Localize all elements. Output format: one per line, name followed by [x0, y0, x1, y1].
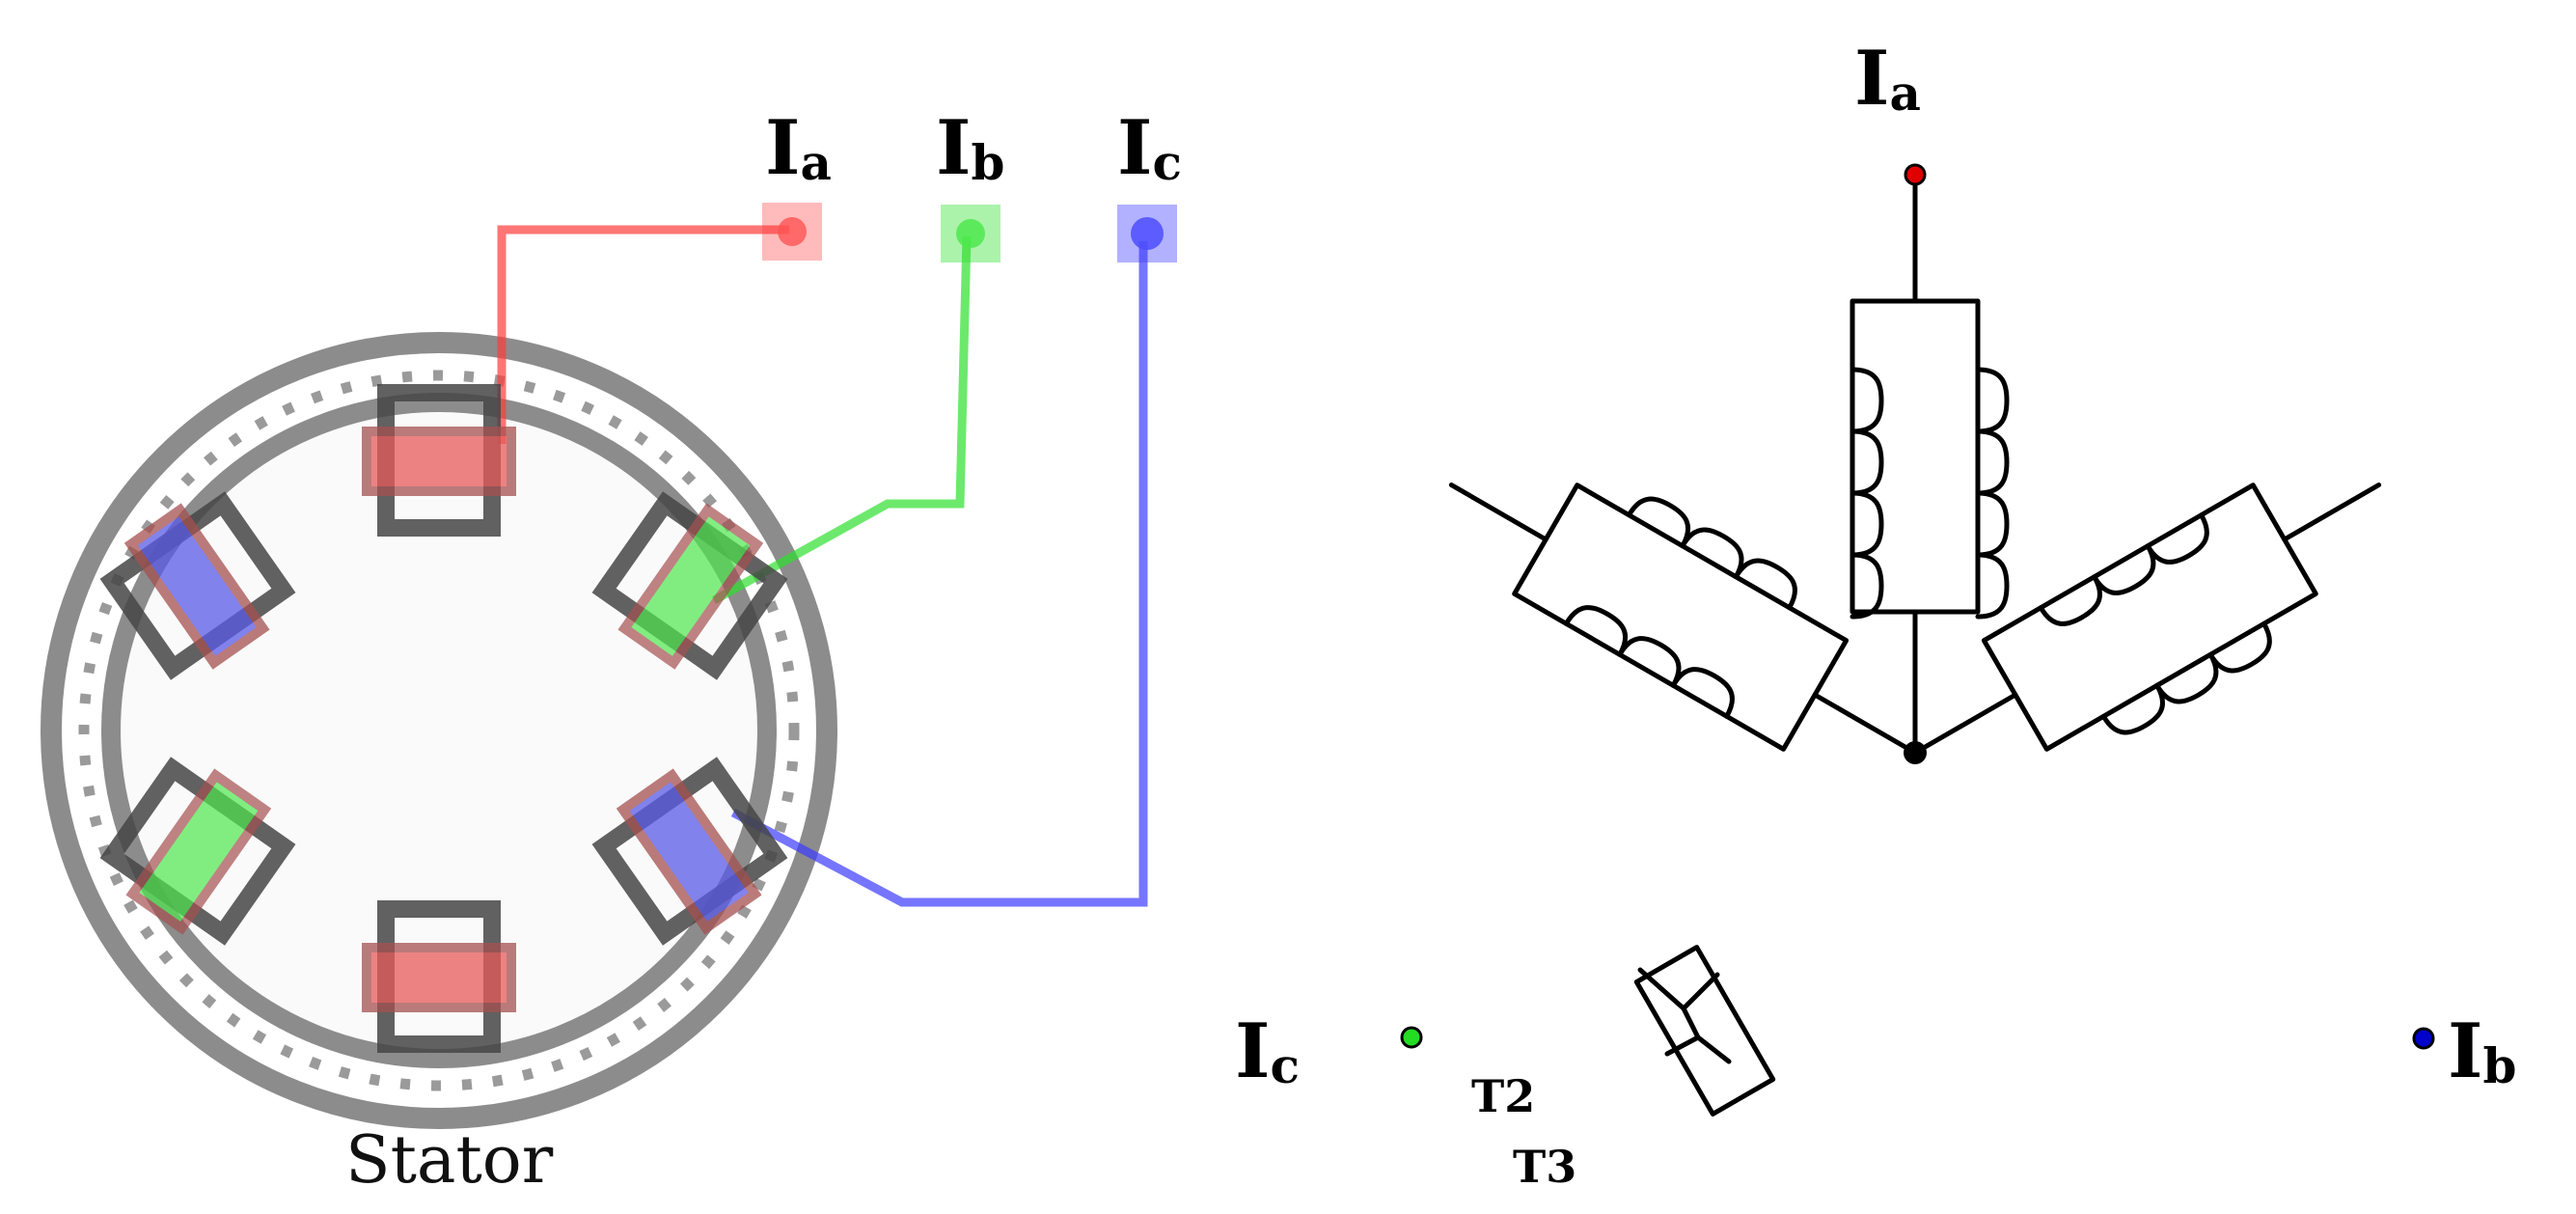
- label-left-ib: Ib: [936, 104, 1004, 192]
- terminal-c-dot: [1131, 217, 1164, 250]
- stator-poles: [99, 384, 788, 1053]
- tap-label-t2: T2: [1471, 1070, 1535, 1122]
- pole-lower-left-b: [99, 757, 296, 946]
- tap-label-t3: T3: [1513, 1141, 1576, 1193]
- node-a: [1904, 163, 1927, 186]
- terminal-b-dot: [956, 219, 985, 248]
- label-left-ia: Ia: [765, 104, 832, 192]
- neutral-node: [1904, 741, 1927, 764]
- pole-top-a: [362, 384, 516, 537]
- stator-dotted-ring: [78, 370, 800, 1091]
- branch-c: [1912, 483, 2382, 756]
- branch-a: [1850, 174, 2010, 756]
- label-right-ib: Ib: [2448, 1007, 2516, 1095]
- branch-b: [1448, 483, 1918, 756]
- lead-a: [497, 225, 789, 444]
- label-right-ic: Ic: [1235, 1007, 1300, 1095]
- phase-leads: [497, 225, 1148, 907]
- node-b: [2412, 1027, 2435, 1050]
- terminal-a-dot: [778, 217, 807, 246]
- lead-b: [711, 235, 972, 604]
- inductor-a-left: [1850, 367, 1884, 620]
- inductor-a-right: [1975, 367, 2010, 620]
- node-c: [1400, 1026, 1423, 1049]
- lead-c: [730, 241, 1148, 907]
- label-right-ia: Ia: [1854, 35, 1921, 123]
- phase-terminals: [762, 203, 1177, 262]
- label-left-ic: Ic: [1117, 104, 1182, 192]
- stator-label: Stator: [345, 1122, 554, 1199]
- tap-switch: [1633, 945, 1776, 1117]
- pole-upper-right-b: [591, 491, 788, 680]
- pole-bottom-a: [362, 900, 516, 1053]
- pole-lower-right-c: [591, 757, 788, 946]
- stator-outer-ring: [41, 332, 837, 1129]
- wye-circuit: [1448, 174, 2382, 1117]
- pole-upper-left-c: [99, 491, 296, 680]
